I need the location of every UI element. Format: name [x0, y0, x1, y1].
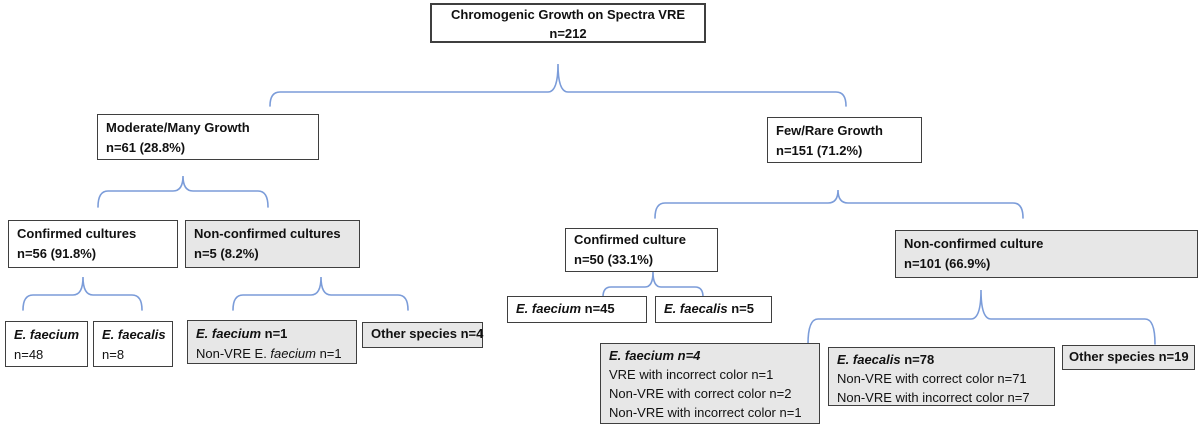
- node-confirmed-right-count: n=50 (33.1%): [574, 252, 654, 267]
- node-nonconfirmed-culture-right: Non-confirmed culture n=101 (66.9%): [895, 230, 1198, 278]
- brace-confirmed-right-children: [602, 271, 704, 298]
- node-efaecium-4-title: E. faecium n=4: [609, 346, 811, 365]
- node-efaecium-45-line: E. faecium n=45: [516, 299, 638, 319]
- node-other-species-4: Other species n=4: [362, 322, 483, 348]
- node-moderate-title: Moderate/Many Growth: [106, 120, 250, 135]
- node-efaecium-4-count: n=4: [674, 348, 701, 363]
- node-efaecalis-78-details: E. faecalis n=78 Non-VRE with correct co…: [828, 347, 1055, 406]
- node-fewrare-title: Few/Rare Growth: [776, 123, 883, 138]
- node-efaecium-1-sub-count: n=1: [315, 346, 342, 361]
- node-confirmed-culture-right: Confirmed culture n=50 (33.1%): [565, 228, 718, 272]
- node-root: Chromogenic Growth on Spectra VRE n=212: [430, 3, 706, 43]
- node-confirmed-right-title: Confirmed culture: [574, 232, 686, 247]
- node-efaecium-48-species: E. faecium: [14, 327, 80, 342]
- node-nonconfirmed-cultures-left: Non-confirmed cultures n=5 (8.2%): [185, 220, 360, 268]
- node-nonconfirmed-right-count: n=101 (66.9%): [904, 256, 991, 271]
- node-efaecium-45-species: E. faecium: [516, 301, 582, 316]
- node-efaecalis-5: E. faecalis n=5: [655, 296, 772, 323]
- node-efaecalis-8-count: n=8: [102, 347, 125, 362]
- node-confirmed-left-count: n=56 (91.8%): [17, 246, 97, 261]
- node-efaecium-45-count: n=45: [581, 301, 615, 316]
- brace-moderate-children: [97, 175, 269, 208]
- node-efaecalis-78-detail1: Non-VRE with correct color n=71: [837, 371, 1027, 386]
- brace-root-to-growth-levels: [269, 63, 847, 107]
- node-efaecalis-78-detail2: Non-VRE with incorrect color n=7: [837, 390, 1030, 405]
- node-root-count: n=212: [549, 26, 587, 41]
- node-efaecalis-5-species: E. faecalis: [664, 301, 728, 316]
- node-efaecium-45: E. faecium n=45: [507, 296, 647, 323]
- node-efaecium-1-title: E. faecium n=1: [196, 324, 348, 344]
- node-efaecalis-78-species: E. faecalis: [837, 352, 901, 367]
- node-efaecium-1-nonvre: E. faecium n=1 Non-VRE E. faecium n=1: [187, 320, 357, 364]
- node-nonconfirmed-left-count: n=5 (8.2%): [194, 246, 259, 261]
- node-root-title: Chromogenic Growth on Spectra VRE: [450, 7, 686, 22]
- node-fewrare-count: n=151 (71.2%): [776, 143, 863, 158]
- brace-nonconfirmed-right-children: [807, 289, 1156, 345]
- node-nonconfirmed-left-title: Non-confirmed cultures: [194, 226, 341, 241]
- node-efaecium-48: E. faecium n=48: [5, 321, 88, 367]
- node-efaecium-4-detail1: VRE with incorrect color n=1: [609, 367, 774, 382]
- node-other-species-19-label: Other species n=19: [1069, 349, 1189, 364]
- node-efaecalis-8-species: E. faecalis: [102, 327, 166, 342]
- node-confirmed-cultures-left: Confirmed cultures n=56 (91.8%): [8, 220, 178, 268]
- node-efaecium-1-subline: Non-VRE E. faecium n=1: [196, 344, 348, 364]
- node-efaecium-4-species: E. faecium: [609, 348, 675, 363]
- node-efaecalis-78-count: n=78: [900, 352, 935, 367]
- node-efaecium-1-sub-species: faecium: [270, 346, 316, 361]
- node-efaecium-4-details: E. faecium n=4 VRE with incorrect color …: [600, 343, 820, 424]
- brace-nonconfirmed-left-children: [232, 276, 409, 311]
- node-moderate-count: n=61 (28.8%): [106, 140, 186, 155]
- node-efaecalis-5-count: n=5: [727, 301, 754, 316]
- node-efaecalis-5-line: E. faecalis n=5: [664, 299, 763, 319]
- node-efaecium-1-count: n=1: [261, 326, 288, 341]
- node-moderate-many-growth: Moderate/Many Growth n=61 (28.8%): [97, 114, 319, 160]
- node-other-species-4-label: Other species n=4: [371, 326, 484, 341]
- node-nonconfirmed-right-title: Non-confirmed culture: [904, 236, 1044, 251]
- node-efaecium-4-detail3: Non-VRE with incorrect color n=1: [609, 405, 802, 420]
- node-efaecalis-78-title: E. faecalis n=78: [837, 350, 1046, 369]
- node-efaecium-4-detail2: Non-VRE with correct color n=2: [609, 386, 792, 401]
- node-other-species-19: Other species n=19: [1062, 345, 1195, 370]
- brace-fewrare-children: [654, 189, 1024, 219]
- brace-confirmed-left-children: [22, 276, 143, 311]
- node-efaecium-1-sub-prefix: Non-VRE E.: [196, 346, 271, 361]
- node-confirmed-left-title: Confirmed cultures: [17, 226, 137, 241]
- node-efaecalis-8: E. faecalis n=8: [93, 321, 173, 367]
- node-efaecium-1-species: E. faecium: [196, 326, 262, 341]
- node-efaecium-48-count: n=48: [14, 347, 44, 362]
- node-few-rare-growth: Few/Rare Growth n=151 (71.2%): [767, 117, 922, 163]
